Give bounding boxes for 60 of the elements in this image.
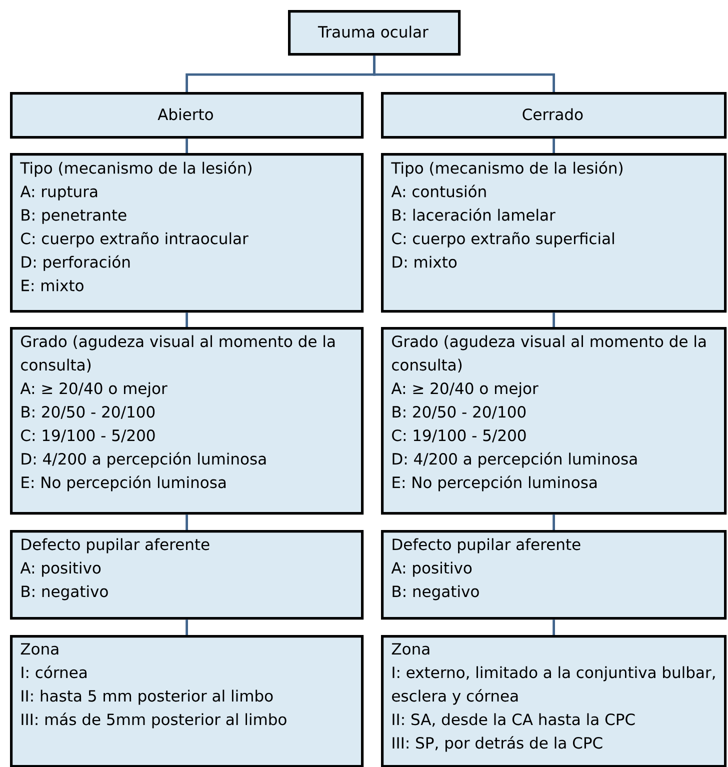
box-line: B: 20/50 - 20/100 [392, 406, 526, 419]
box-line: D: perforación [22, 255, 130, 271]
box-line: III: SP, por detrás de la CPC [392, 736, 602, 752]
box-line: Tipo (mecanismo de la lesión) [391, 161, 622, 177]
box-line: B: 20/50 - 20/100 [22, 406, 155, 419]
box-line: B: penetrante [22, 209, 126, 224]
box-line: II: SA, desde la CA hasta la CPC [392, 713, 635, 727]
box-line: E: No percepción luminosa [22, 476, 226, 492]
box-line: B: negativo [392, 585, 479, 600]
box-line: Zona [20, 643, 58, 655]
connector-line [552, 138, 555, 153]
box-line: Defecto pupilar aferente [22, 538, 210, 554]
box-line: C: 19/100 - 5/200 [21, 429, 155, 442]
box-line: A: ≥ 20/40 o mejor [20, 382, 168, 398]
connector-line [552, 312, 555, 327]
box-line: C: cuerpo extraño superficial [392, 232, 614, 248]
connector-line [552, 514, 555, 530]
box-line: D: 4/200 a percepción luminosa [22, 452, 266, 468]
classification-box [381, 530, 727, 620]
connector-line [373, 56, 555, 92]
box-line: I: córnea [22, 666, 86, 678]
root-box [288, 10, 461, 56]
box-line: A: contusión [391, 184, 486, 198]
box-line: Defecto pupilar aferente [392, 538, 580, 554]
classification-box [381, 635, 727, 767]
box-line: A: positivo [20, 562, 101, 577]
box-line: Grado (agudeza visual al momento de la consulta) [392, 335, 706, 373]
box-line: C: 19/100 - 5/200 [392, 429, 526, 442]
classification-box [10, 153, 364, 313]
category-box [10, 92, 364, 139]
classification-box [381, 327, 727, 515]
connector-line [186, 138, 188, 153]
box-line: B: laceración lamelar [392, 208, 556, 221]
box-line: Tipo (mecanismo de la lesión) [20, 161, 252, 177]
connector-line [552, 620, 555, 635]
box-line: Grado (agudeza visual al momento de la consulta) [21, 335, 335, 373]
box-line: Abierto [158, 108, 213, 120]
category-box [381, 92, 727, 139]
classification-box [10, 530, 364, 620]
classification-box [10, 327, 364, 515]
box-line: B: negativo [22, 585, 108, 600]
connector-line [186, 514, 188, 530]
box-line: E: No percepción luminosa [392, 476, 597, 492]
box-line: E: mixto [22, 279, 84, 292]
box-line: Zona [392, 643, 430, 655]
box-line: I: externo, limitado a la conjuntiva bulbar, esclera y córnea [392, 666, 715, 705]
box-line: A: positivo [391, 562, 472, 577]
box-line: D: mixto [392, 256, 457, 268]
box-line: C: cuerpo extraño intraocular [21, 232, 248, 248]
box-line: II: hasta 5 mm posterior al limbo [22, 690, 273, 705]
connector-line [186, 620, 188, 635]
classification-box [10, 635, 364, 767]
box-line: A: ruptura [20, 186, 98, 200]
box-line: Cerrado [522, 108, 583, 120]
classification-box [381, 153, 727, 313]
box-line: A: ≥ 20/40 o mejor [391, 382, 538, 398]
box-line: III: más de 5mm posterior al limbo [22, 712, 286, 728]
connector-line [186, 312, 188, 327]
box-line: Trauma ocular [318, 26, 428, 38]
box-line: D: 4/200 a percepción luminosa [392, 452, 637, 468]
